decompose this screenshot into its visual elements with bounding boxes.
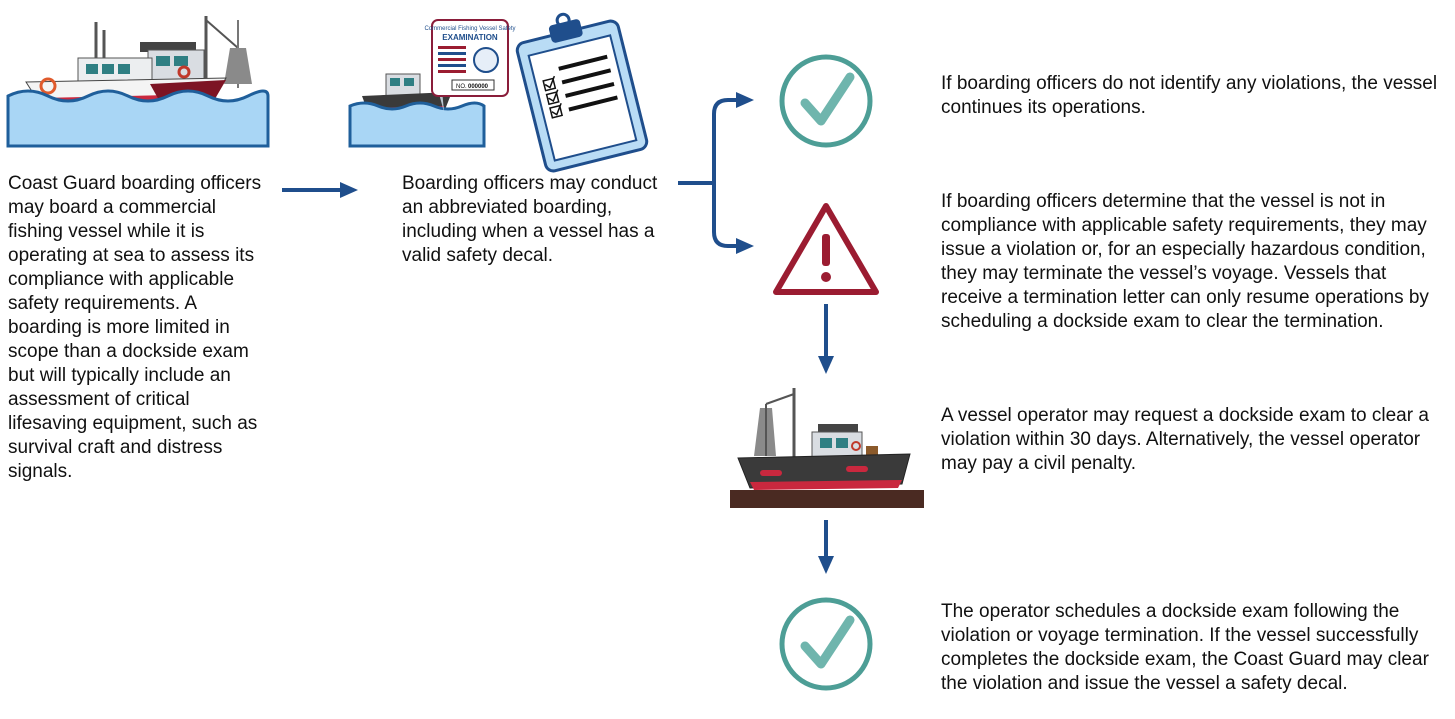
boat-at-sea-icon	[6, 16, 270, 148]
abbreviated-boarding-illustration: Commercial Fishing Vessel Safety EXAMINA…	[348, 12, 649, 173]
outcome-dockside-request: A vessel operator may request a dockside…	[941, 405, 1429, 474]
step1-description: Coast Guard boarding officers may board …	[8, 173, 262, 482]
small-boat-icon	[348, 73, 486, 148]
boat-on-dock-icon	[730, 388, 924, 508]
decal-number-label: NO.	[456, 84, 467, 90]
decal-title: EXAMINATION	[442, 33, 498, 42]
clipboard-icon	[515, 12, 649, 173]
outcome-cleared: The operator schedules a dockside exam f…	[941, 601, 1429, 694]
outcome-no-violation: If boarding officers do not identify any…	[941, 73, 1438, 118]
checkmark-icon	[779, 597, 873, 691]
decal-header: Commercial Fishing Vessel Safety	[424, 26, 515, 32]
decal-icon: Commercial Fishing Vessel Safety EXAMINA…	[424, 19, 516, 97]
arrow-right-icon	[282, 182, 358, 198]
warning-icon	[773, 203, 879, 295]
arrow-down-icon	[818, 520, 834, 574]
step2-description: Boarding officers may conduct an abbrevi…	[402, 173, 658, 266]
checkmark-icon	[779, 54, 873, 148]
arrow-down-icon	[818, 304, 834, 374]
decal-number: 000000	[468, 84, 489, 90]
branch-arrows-icon	[678, 92, 754, 254]
outcome-violation: If boarding officers determine that the …	[941, 191, 1429, 332]
